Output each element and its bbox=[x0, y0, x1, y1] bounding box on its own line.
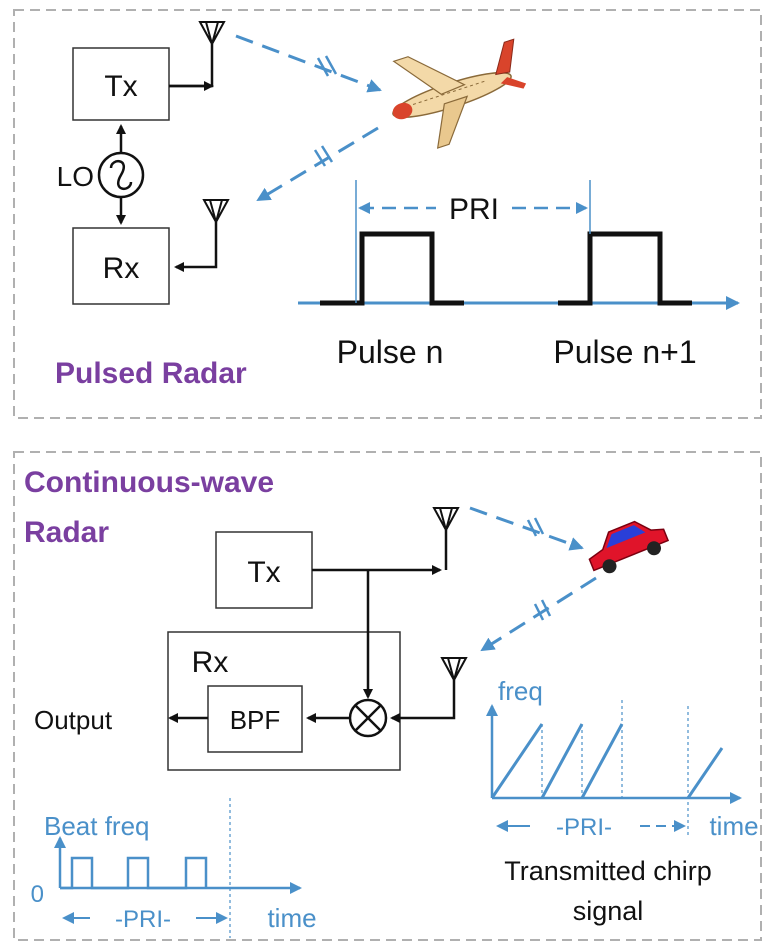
lo-oscillator-icon bbox=[97, 151, 145, 199]
pulse-train: PRI bbox=[298, 180, 740, 310]
car-icon bbox=[588, 520, 670, 574]
pulse-n1-waveform bbox=[558, 231, 692, 306]
pulsed-tx-label: Tx bbox=[104, 70, 137, 103]
airplane-icon bbox=[392, 38, 527, 149]
beat-zero-label: 0 bbox=[31, 881, 44, 908]
pulsed-rx-block: Rx bbox=[72, 227, 170, 305]
cw-radar-panel: Continuous-wave Radar Tx Rx BPF bbox=[13, 451, 762, 941]
pulsed-rx-antenna-icon bbox=[174, 199, 230, 272]
chirp-xlabel: time bbox=[709, 811, 758, 841]
beat-pulses bbox=[60, 856, 208, 890]
chirp-plot: freq -PRI- time Transmitted chirp signal bbox=[486, 676, 759, 926]
mixer-icon bbox=[348, 698, 388, 738]
pulse-n-label: Pulse n bbox=[337, 334, 444, 370]
cw-tx-block: Tx bbox=[215, 531, 313, 609]
chirp-caption-line1: Transmitted chirp bbox=[504, 856, 712, 886]
cw-rx-container: Rx bbox=[167, 631, 401, 771]
pulsed-outgoing-wave bbox=[235, 34, 382, 93]
pulsed-return-wave bbox=[256, 126, 379, 202]
pulsed-tx-block: Tx bbox=[72, 47, 170, 121]
beat-ylabel: Beat freq bbox=[44, 811, 150, 841]
cw-tx-antenna-icon bbox=[432, 507, 460, 534]
cw-return-wave bbox=[480, 576, 597, 652]
cw-rx-antenna-icon bbox=[390, 657, 468, 723]
output-label: Output bbox=[34, 705, 113, 735]
pulsed-radar-title: Pulsed Radar bbox=[55, 357, 247, 390]
pulsed-tx-antenna-icon bbox=[169, 21, 226, 91]
pulsed-radar-panel: Tx Rx LO bbox=[13, 9, 762, 419]
cw-title-line1: Continuous-wave bbox=[24, 466, 274, 499]
bpf-block: BPF bbox=[207, 685, 303, 753]
bpf-label: BPF bbox=[230, 705, 281, 735]
lo-label: LO bbox=[57, 161, 94, 192]
cw-outgoing-wave bbox=[469, 506, 584, 551]
chirp-ylabel: freq bbox=[498, 676, 543, 706]
chirp-ramps bbox=[490, 723, 724, 799]
pulse-n1-label: Pulse n+1 bbox=[553, 334, 696, 370]
beat-xlabel: time bbox=[267, 903, 316, 933]
cw-title-line2: Radar bbox=[24, 516, 109, 549]
chirp-pri-label: -PRI- bbox=[556, 814, 612, 841]
pulsed-rx-label: Rx bbox=[103, 252, 140, 285]
beat-pri-label: -PRI- bbox=[115, 906, 171, 933]
pri-label: PRI bbox=[449, 193, 499, 226]
cw-tx-label: Tx bbox=[247, 556, 280, 589]
beat-freq-plot: Beat freq 0 -PRI- time bbox=[31, 798, 317, 938]
cw-rx-label: Rx bbox=[192, 646, 229, 679]
pulse-n-waveform bbox=[320, 231, 464, 306]
chirp-caption-line2: signal bbox=[573, 896, 644, 926]
